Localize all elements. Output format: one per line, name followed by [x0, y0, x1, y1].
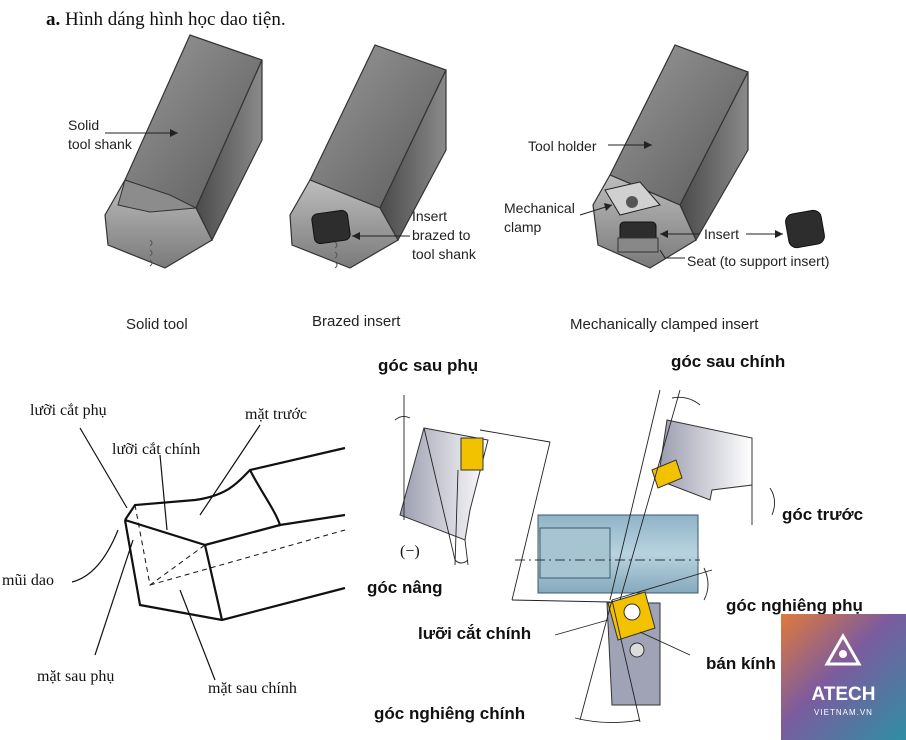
- label-minus: (−): [400, 543, 420, 560]
- label-luoi-cat-chinh-right: lưỡi cắt chính: [418, 624, 532, 643]
- label-luoi-cat-phu: lưỡi cắt phụ: [30, 402, 107, 419]
- logo-mark-icon: [824, 632, 862, 666]
- label-goc-sau-phu: góc sau phụ: [378, 356, 479, 375]
- caption-brazed-insert: Brazed insert: [312, 313, 401, 330]
- label-mat-sau-phu: mặt sau phụ: [37, 668, 115, 685]
- logo-subtext: VIETNAM.VN: [814, 708, 873, 717]
- label-mat-truoc: mặt trước: [245, 406, 307, 423]
- label-mat-sau-chinh: mặt sau chính: [208, 680, 297, 697]
- insert-brazed-label: Insert brazed to tool shank: [412, 208, 476, 262]
- label-goc-nghieng-phu: góc nghiêng phụ: [726, 596, 863, 615]
- tool-geometry-line-drawing: [71, 424, 346, 681]
- brazed-insert-illustration: [289, 44, 447, 269]
- atech-logo: ATECH VIETNAM.VN: [781, 614, 906, 740]
- label-goc-nang: góc nâng: [367, 578, 443, 597]
- section-title: Hình dáng hình học dao tiện.: [65, 9, 286, 30]
- insert-label: Insert: [704, 226, 740, 242]
- label-goc-nghieng-chinh: góc nghiêng chính: [374, 704, 526, 723]
- tool-holder-label: Tool holder: [528, 138, 597, 154]
- cutting-angle-diagram: [394, 389, 775, 724]
- logo-name: ATECH: [811, 684, 876, 705]
- solid-tool-shank-label: Solid tool shank: [68, 117, 132, 152]
- section-heading: a. Hình dáng hình học dao tiện.: [46, 9, 286, 31]
- seat-label: Seat (to support insert): [687, 253, 830, 269]
- label-goc-truoc: góc trước: [782, 505, 864, 524]
- label-goc-sau-chinh: góc sau chính: [671, 352, 786, 371]
- solid-tool-illustration: [104, 34, 263, 269]
- mechanical-clamp-label: Mechanical clamp: [504, 200, 575, 235]
- clamped-insert-illustration: [579, 44, 825, 269]
- section-number: a.: [46, 9, 61, 30]
- caption-solid-tool: Solid tool: [126, 316, 188, 333]
- label-mui-dao: mũi dao: [2, 572, 54, 589]
- caption-clamped-insert: Mechanically clamped insert: [570, 316, 759, 333]
- label-luoi-cat-chinh-left: lưỡi cắt chính: [112, 441, 201, 458]
